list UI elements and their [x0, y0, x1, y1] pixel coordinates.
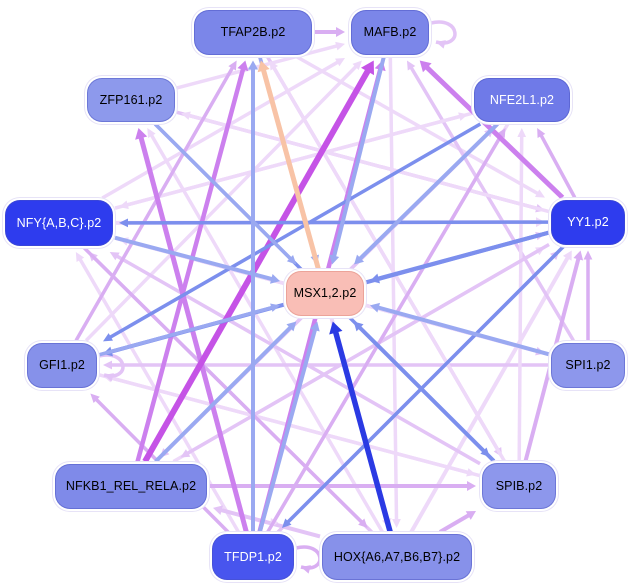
edge-spib-nfe2l1 [517, 128, 527, 462]
node-tfdp1[interactable]: TFDP1.p2 [212, 534, 294, 580]
edge-nfe2l1-msx [354, 122, 499, 265]
edge-tfdp1-msx [257, 321, 320, 533]
edge-spi1-yy1 [583, 250, 593, 341]
edge-nfe2l1-gfi1 [103, 122, 482, 342]
node-spi1[interactable]: SPI1.p2 [551, 342, 625, 388]
edge-spi1-msx [370, 302, 550, 357]
edge-msx-tfap2b [257, 60, 321, 270]
edge-spi1-mafb [406, 60, 575, 342]
edge-nfkb1-tfap2b [135, 60, 249, 463]
edge-yy1-nfy [119, 218, 550, 228]
node-msx[interactable]: MSX1,2.p2 [286, 270, 364, 316]
edge-hox-spib [438, 511, 476, 534]
edge-spib-nfy [109, 252, 481, 466]
self-loop-tfdp1 [295, 545, 322, 574]
edge-tfdp1-tfap2b [248, 60, 258, 532]
node-yy1[interactable]: YY1.p2 [551, 199, 625, 245]
edge-mafb-msx [329, 56, 386, 265]
edge-gfi1-tfap2b [74, 60, 237, 342]
edge-zfp161-mafb [176, 41, 345, 90]
edge-zfp161-msx [153, 122, 297, 265]
edge-tfdp1-nfe2l1 [266, 128, 506, 533]
edge-nfe2l1-nfy [119, 111, 473, 209]
node-gfi1[interactable]: GFI1.p2 [27, 342, 97, 388]
edge-hox-msx [329, 321, 393, 533]
self-loop-mafb [430, 20, 457, 49]
edge-nfy-hox [83, 246, 368, 528]
edge-yy1-msx [370, 230, 550, 284]
node-nfe2l1[interactable]: NFE2L1.p2 [474, 78, 570, 122]
node-mafb[interactable]: MAFB.p2 [351, 9, 429, 55]
node-zfp161[interactable]: ZFP161.p2 [87, 78, 175, 122]
edge-yy1-zfp161 [181, 111, 550, 214]
edge-nfy-mafb [101, 57, 345, 200]
edge-yy1-tfdp1 [282, 245, 565, 528]
edge-tfdp1-zfp161 [135, 128, 249, 533]
node-spib[interactable]: SPIB.p2 [482, 463, 556, 509]
edge-yy1-nfe2l1 [537, 128, 577, 199]
self-loop-gfi1 [98, 353, 125, 382]
node-tfap2b[interactable]: TFAP2B.p2 [194, 9, 312, 55]
edge-nfy-msx [114, 235, 280, 284]
edge-nfkb1-msx [154, 321, 297, 463]
edge-mafb-hox [388, 56, 401, 528]
edge-tfap2b-mafb [314, 27, 345, 37]
edge-nfkb1-mafb [142, 60, 375, 463]
edge-tfdp1-gfi1 [90, 393, 230, 534]
edge-yy1-nfkb1 [180, 243, 550, 458]
edge-hox-nfkb1 [213, 505, 321, 539]
node-nfy[interactable]: NFY{A,B,C}.p2 [5, 200, 113, 246]
edge-spib-msx [353, 321, 496, 463]
node-hox[interactable]: HOX{A6,A7,B6,B7}.p2 [322, 534, 472, 580]
edge-spi1-gfi1 [103, 360, 549, 370]
node-nfkb1[interactable]: NFKB1_REL_RELA.p2 [55, 463, 207, 509]
edge-spib-tfap2b [269, 60, 506, 462]
edge-gfi1-msx [98, 303, 280, 357]
